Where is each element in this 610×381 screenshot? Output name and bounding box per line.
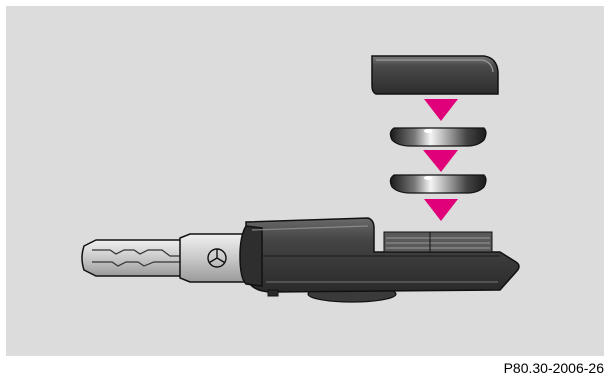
coin-battery-2 bbox=[390, 175, 486, 193]
down-arrow-icon bbox=[424, 199, 458, 221]
down-arrow-icon bbox=[424, 99, 458, 121]
down-arrow-icon bbox=[423, 150, 458, 172]
key-blade bbox=[82, 234, 250, 282]
battery-cover bbox=[372, 56, 498, 94]
figure-reference-code: P80.30-2006-26 bbox=[504, 359, 604, 377]
coin-battery-1 bbox=[390, 128, 486, 146]
key-housing bbox=[240, 218, 519, 302]
